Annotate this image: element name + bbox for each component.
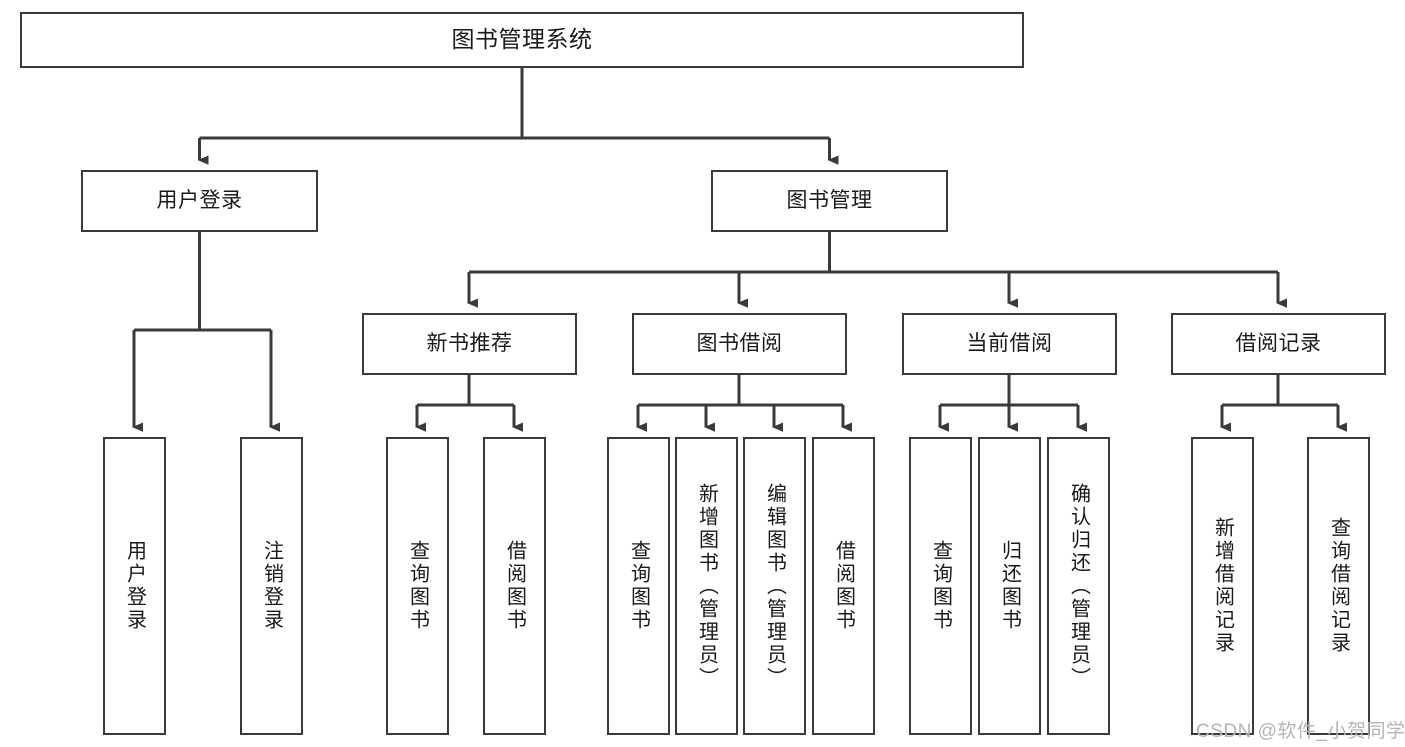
node-label: 查询图书: [627, 540, 650, 632]
node-leaf-user-login[interactable]: 用户登录: [103, 437, 166, 735]
node-label: 图书管理: [786, 188, 873, 212]
node-label: 注销登录: [260, 540, 283, 632]
node-label: 图书借阅: [696, 331, 783, 355]
node-label: 借阅记录: [1235, 331, 1322, 355]
node-label: 查询借阅记录: [1327, 517, 1350, 655]
node-leaf-borrow-book-2[interactable]: 借阅图书: [812, 437, 875, 735]
node-label: 编辑图书（管理员）: [763, 482, 786, 690]
node-leaf-logout[interactable]: 注销登录: [240, 437, 303, 735]
node-current-borrow[interactable]: 当前借阅: [902, 313, 1117, 375]
node-label: 新增借阅记录: [1211, 517, 1234, 655]
node-leaf-add-record[interactable]: 新增借阅记录: [1191, 437, 1254, 735]
node-label: 新书推荐: [426, 331, 513, 355]
node-label: 借阅图书: [832, 540, 855, 632]
node-label: 查询图书: [929, 540, 952, 632]
node-label: 当前借阅: [966, 331, 1053, 355]
node-book-borrow[interactable]: 图书借阅: [632, 313, 847, 375]
node-leaf-query-record[interactable]: 查询借阅记录: [1307, 437, 1370, 735]
node-label: 用户登录: [156, 188, 243, 212]
csdn-watermark: CSDN @软件_小贺同学: [1196, 721, 1405, 742]
node-label: 归还图书: [998, 540, 1021, 632]
node-leaf-add-book[interactable]: 新增图书（管理员）: [675, 437, 738, 735]
node-leaf-query-book-3[interactable]: 查询图书: [909, 437, 972, 735]
node-leaf-query-book-2[interactable]: 查询图书: [607, 437, 670, 735]
node-leaf-edit-book[interactable]: 编辑图书（管理员）: [743, 437, 806, 735]
node-new-book-recommend[interactable]: 新书推荐: [362, 313, 577, 375]
node-label: 确认归还（管理员）: [1067, 482, 1090, 690]
node-label: 新增图书（管理员）: [695, 482, 718, 690]
node-label: 图书管理系统: [451, 26, 593, 53]
node-user-login[interactable]: 用户登录: [81, 170, 318, 232]
node-leaf-return-book[interactable]: 归还图书: [978, 437, 1041, 735]
node-leaf-confirm-return[interactable]: 确认归还（管理员）: [1047, 437, 1110, 735]
node-leaf-borrow-book-1[interactable]: 借阅图书: [483, 437, 546, 735]
node-book-management[interactable]: 图书管理: [711, 170, 948, 232]
node-label: 用户登录: [123, 540, 146, 632]
node-book-management-system[interactable]: 图书管理系统: [20, 12, 1024, 68]
node-label: 借阅图书: [503, 540, 526, 632]
node-leaf-query-book-1[interactable]: 查询图书: [386, 437, 449, 735]
node-borrow-record[interactable]: 借阅记录: [1171, 313, 1386, 375]
node-label: 查询图书: [406, 540, 429, 632]
